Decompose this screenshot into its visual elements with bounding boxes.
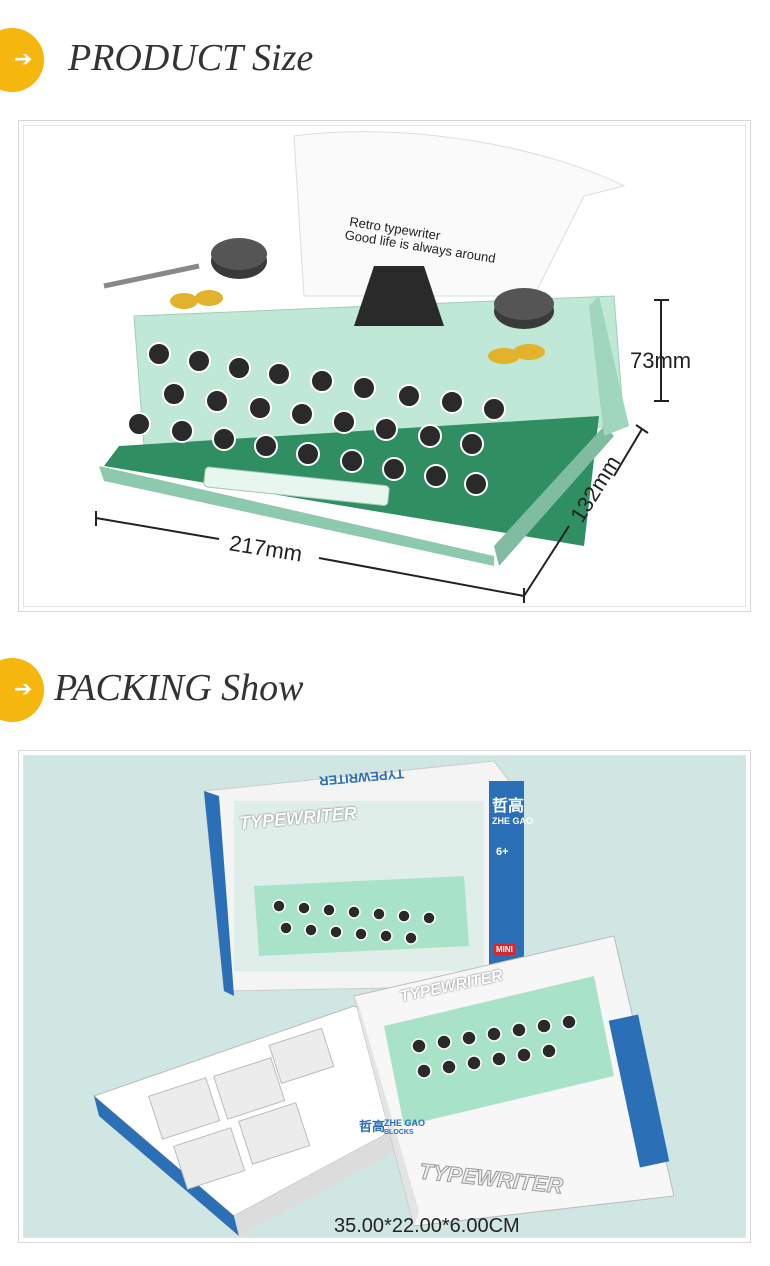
mini-badge: MINI xyxy=(494,944,515,955)
box-side-blocks: BLOCKS xyxy=(384,1129,414,1136)
packing-image-frame: TYPEWRITER TYPEWRITER 哲高 ZHE GAO 6+ MINI… xyxy=(18,750,751,1243)
box-side-brand-en: ZHE GAO xyxy=(384,1118,426,1128)
brand-logo-en: ZHE GAO xyxy=(492,816,534,826)
brand-logo-cn: 哲高 xyxy=(492,798,525,815)
section-title-product: PRODUCT Size xyxy=(68,37,314,79)
arrow-right-icon: ➔ xyxy=(0,658,44,722)
packing-show-header: ➔ PACKING Show xyxy=(0,658,770,722)
product-size-header: ➔ PRODUCT Size xyxy=(0,28,770,92)
typewriter-illustration xyxy=(95,131,669,603)
arrow-right-icon: ➔ xyxy=(0,28,44,92)
packing-illustration xyxy=(93,760,675,1236)
packing-size-caption: 35.00*22.00*6.00CM xyxy=(334,1215,520,1237)
height-dimension-label: 73mm xyxy=(630,348,692,373)
product-image-frame: Retro typewriter Good life is always aro… xyxy=(18,120,751,612)
section-title-packing: PACKING Show xyxy=(54,667,304,709)
packing-image: TYPEWRITER TYPEWRITER 哲高 ZHE GAO 6+ MINI… xyxy=(23,755,746,1238)
box-side-brand-cn: 哲高 xyxy=(359,1119,386,1134)
product-image: Retro typewriter Good life is always aro… xyxy=(23,125,746,607)
age-badge: 6+ xyxy=(496,846,509,858)
